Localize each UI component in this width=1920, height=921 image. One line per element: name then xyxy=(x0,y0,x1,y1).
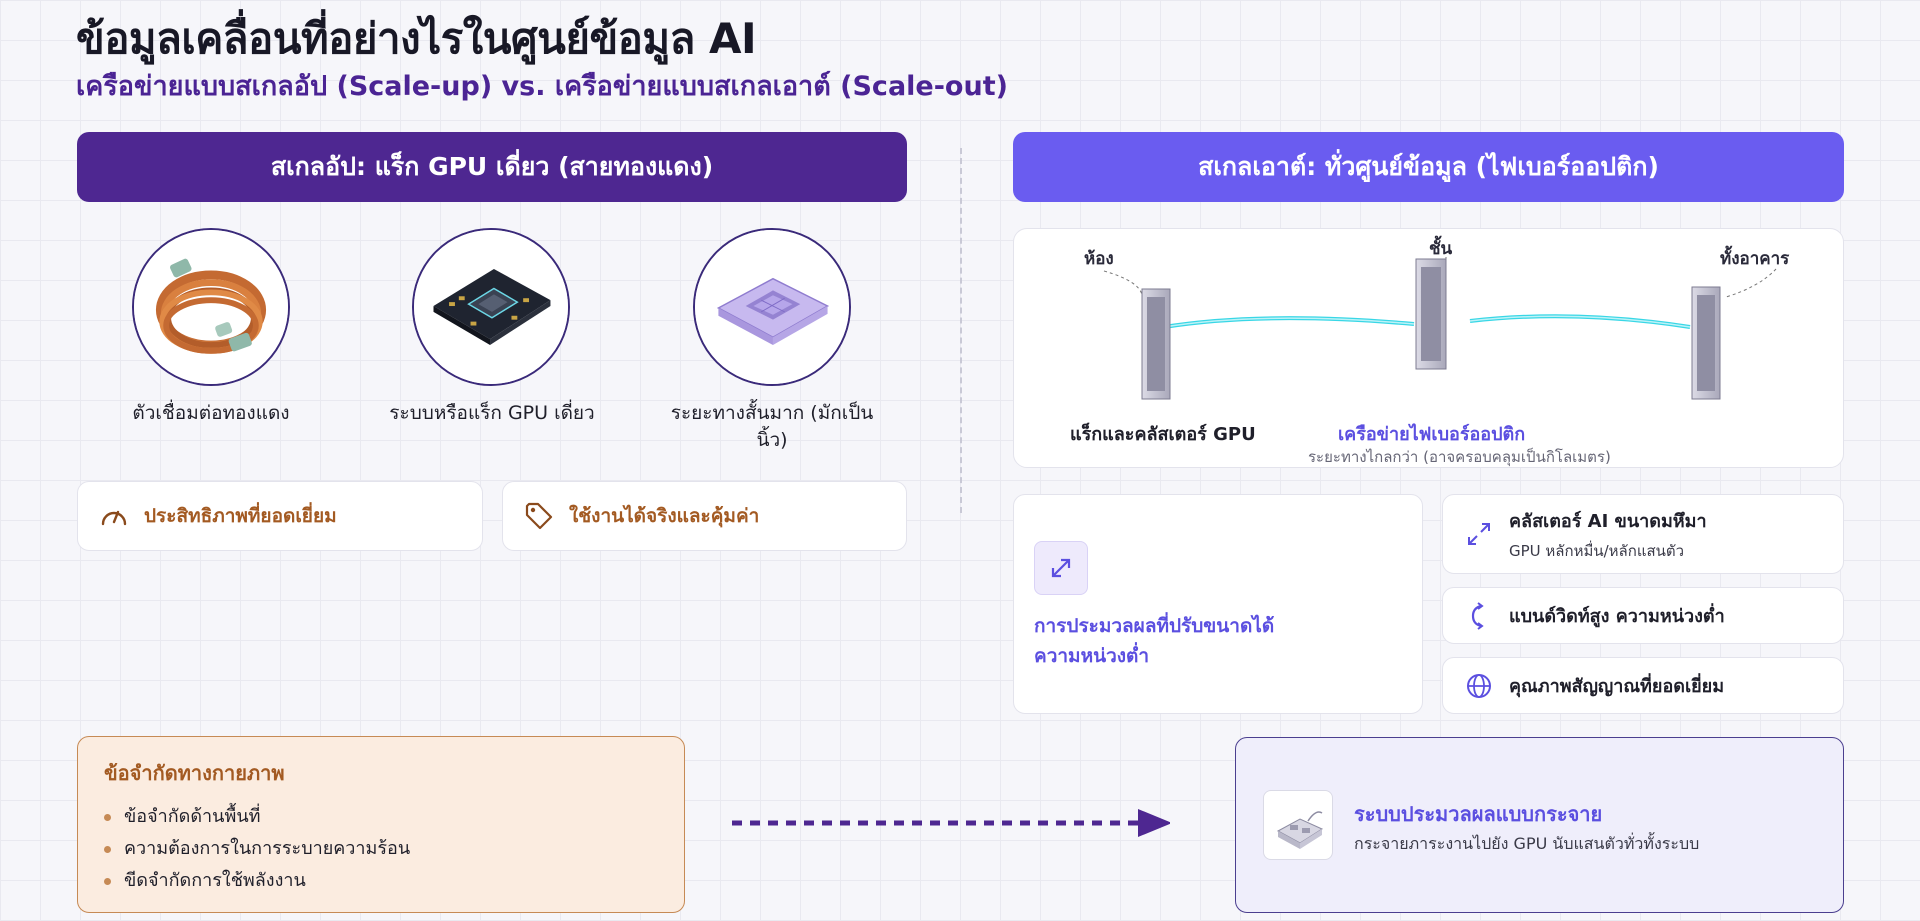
ai-cluster-subtitle: GPU หลักหมื่น/หลักแสนตัว xyxy=(1509,541,1685,560)
expand-arrows-icon xyxy=(1468,523,1490,545)
scale-out-diagram: ห้อง ชั้น ทั้งอาคาร แร็กและคลัสเตอร์ GPU… xyxy=(1013,228,1844,468)
ai-cluster-title: คลัสเตอร์ AI ขนาดมหึมา xyxy=(1509,510,1707,532)
signal-quality-card: คุณภาพสัญญาณที่ยอดเยี่ยม xyxy=(1442,657,1844,714)
distributed-title: ระบบประมวลผลแบบกระจาย xyxy=(1354,802,1603,826)
room-label: ห้อง xyxy=(1084,249,1114,269)
expand-icon xyxy=(1034,541,1088,595)
distributed-computing-box: ระบบประมวลผลแบบกระจาย กระจายภาระงานไปยัง… xyxy=(1235,737,1844,913)
distance-label: ระยะทางไกลกว่า (อาจครอบคลุมเป็นกิโลเมตร) xyxy=(1308,448,1611,466)
bandwidth-title: แบนด์วิดท์สูง ความหน่วงต่ำ xyxy=(1509,606,1725,627)
limit-item-space: ข้อจำกัดด้านพื้นที่ xyxy=(104,801,658,833)
low-latency-label: ความหน่วงต่ำ xyxy=(1034,645,1150,667)
scalable-compute-card: การประมวลผลที่ปรับขนาดได้ ความหน่วงต่ำ xyxy=(1013,494,1423,714)
scale-up-banner: สเกลอัป: แร็ก GPU เดี่ยว (สายทองแดง) xyxy=(77,132,907,202)
gpu-cluster-label: แร็กและคลัสเตอร์ GPU xyxy=(1070,424,1256,445)
gauge-icon xyxy=(101,510,127,526)
short-distance-label: ระยะทางสั้นมาก (มักเป็นนิ้ว) xyxy=(670,402,874,451)
signal-quality-title: คุณภาพสัญญาณที่ยอดเยี่ยม xyxy=(1509,676,1725,697)
bandwidth-card: แบนด์วิดท์สูง ความหน่วงต่ำ xyxy=(1442,587,1844,644)
limit-item-power: ขีดจำกัดการใช้พลังงาน xyxy=(104,865,658,897)
fiber-network-label: เครือข่ายไฟเบอร์ออปติก xyxy=(1338,424,1526,445)
gpu-rack-label: ระบบหรือแร็ก GPU เดี่ยว xyxy=(389,402,595,424)
server-module-icon xyxy=(1263,790,1333,860)
physical-limits-box: ข้อจำกัดทางกายภาพ ข้อจำกัดด้านพื้นที่ คว… xyxy=(77,736,685,913)
copper-cable-icon xyxy=(132,228,290,386)
globe-icon xyxy=(1467,673,1491,698)
tag-icon xyxy=(525,502,553,530)
rack-floor-icon xyxy=(1415,258,1447,370)
gpu-board-icon xyxy=(412,228,570,386)
rack-room-icon xyxy=(1141,288,1171,400)
cost-effective-label: ใช้งานได้จริงและคุ้มค่า xyxy=(569,505,760,527)
bandwidth-icon xyxy=(1471,601,1484,630)
cost-effective-badge: ใช้งานได้จริงและคุ้มค่า xyxy=(502,481,907,551)
page-title: ข้อมูลเคลื่อนที่อย่างไรในศูนย์ข้อมูล AI xyxy=(76,14,757,63)
rack-building-icon xyxy=(1691,286,1721,400)
performance-badge: ประสิทธิภาพที่ยอดเยี่ยม xyxy=(77,481,483,551)
section-divider xyxy=(960,148,962,513)
distributed-subtitle: กระจายภาระงานไปยัง GPU นับแสนตัวทั่วทั้ง… xyxy=(1354,834,1700,853)
performance-label: ประสิทธิภาพที่ยอดเยี่ยม xyxy=(144,505,337,527)
scale-out-banner: สเกลเอาต์: ทั่วศูนย์ข้อมูล (ไฟเบอร์ออปติ… xyxy=(1013,132,1844,202)
copper-connector-label: ตัวเชื่อมต่อทองแดง xyxy=(132,402,290,424)
page-subtitle: เครือข่ายแบบสเกลอัป (Scale-up) vs. เครือ… xyxy=(76,71,1008,102)
floor-label: ชั้น xyxy=(1429,239,1453,259)
limit-item-cooling: ความต้องการในการระบายความร้อน xyxy=(104,833,658,865)
chip-icon xyxy=(693,228,851,386)
dashed-arrow-icon xyxy=(732,809,1170,837)
physical-limits-title: ข้อจำกัดทางกายภาพ xyxy=(104,761,285,785)
building-label: ทั้งอาคาร xyxy=(1720,249,1790,269)
ai-cluster-card: คลัสเตอร์ AI ขนาดมหึมา GPU หลักหมื่น/หลั… xyxy=(1442,494,1844,574)
scalable-compute-label: การประมวลผลที่ปรับขนาดได้ xyxy=(1034,615,1275,637)
